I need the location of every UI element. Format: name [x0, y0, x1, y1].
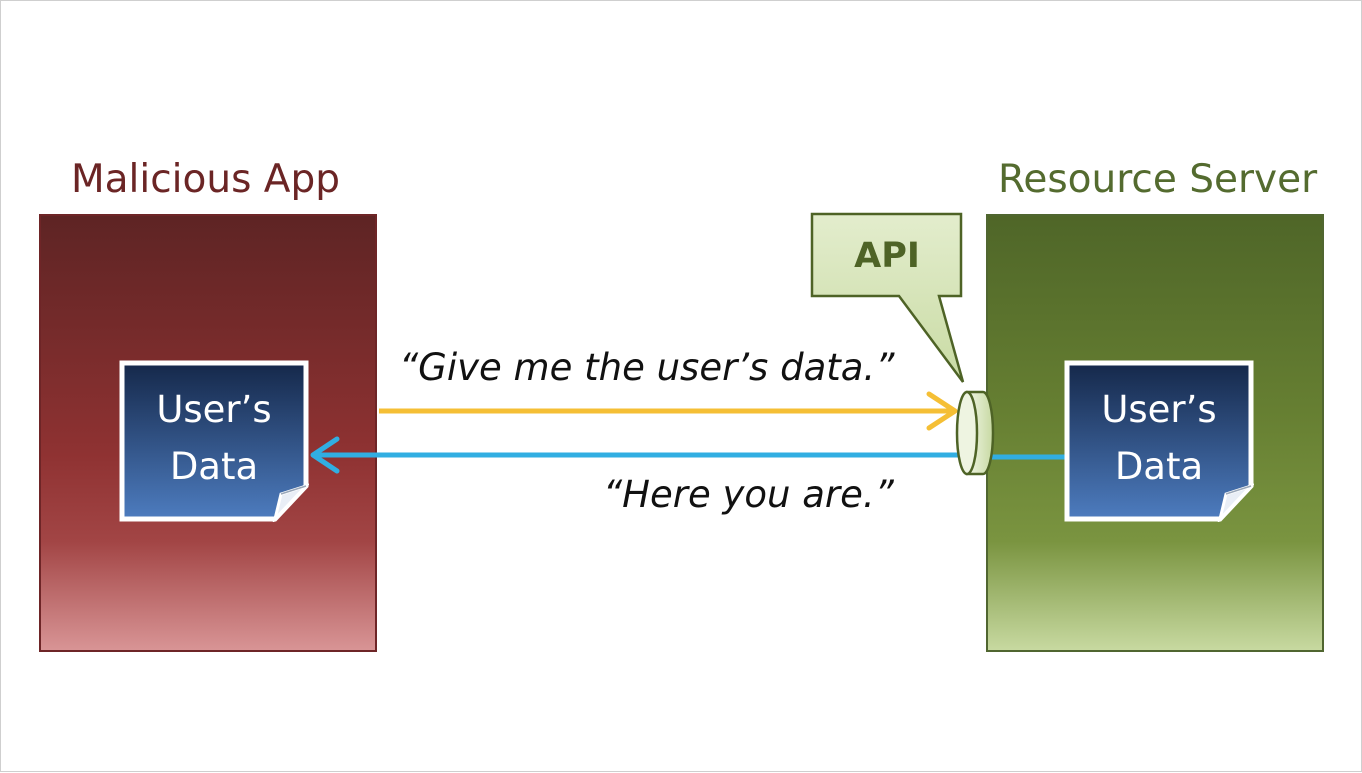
doc-line-2: Data	[1114, 445, 1204, 488]
resource-server-title: Resource Server	[998, 157, 1318, 202]
malicious-app-user-data-document: User’s Data	[119, 360, 309, 522]
api-callout-bubble	[810, 212, 965, 383]
document-icon	[119, 360, 309, 522]
resource-server-user-data-document: User’s Data	[1064, 360, 1254, 522]
request-message: “Give me the user’s data.”	[399, 346, 895, 389]
response-arrowhead	[310, 436, 340, 474]
api-port-connector	[955, 390, 995, 476]
response-message: “Here you are.”	[603, 473, 894, 516]
request-arrowhead	[926, 391, 958, 431]
api-label: API	[854, 236, 920, 276]
doc-line-1: User’s	[1101, 388, 1217, 431]
doc-line-1: User’s	[156, 388, 272, 431]
malicious-app-box	[39, 214, 377, 652]
doc-line-2: Data	[169, 445, 259, 488]
document-icon	[1064, 360, 1254, 522]
malicious-app-title: Malicious App	[71, 157, 340, 202]
